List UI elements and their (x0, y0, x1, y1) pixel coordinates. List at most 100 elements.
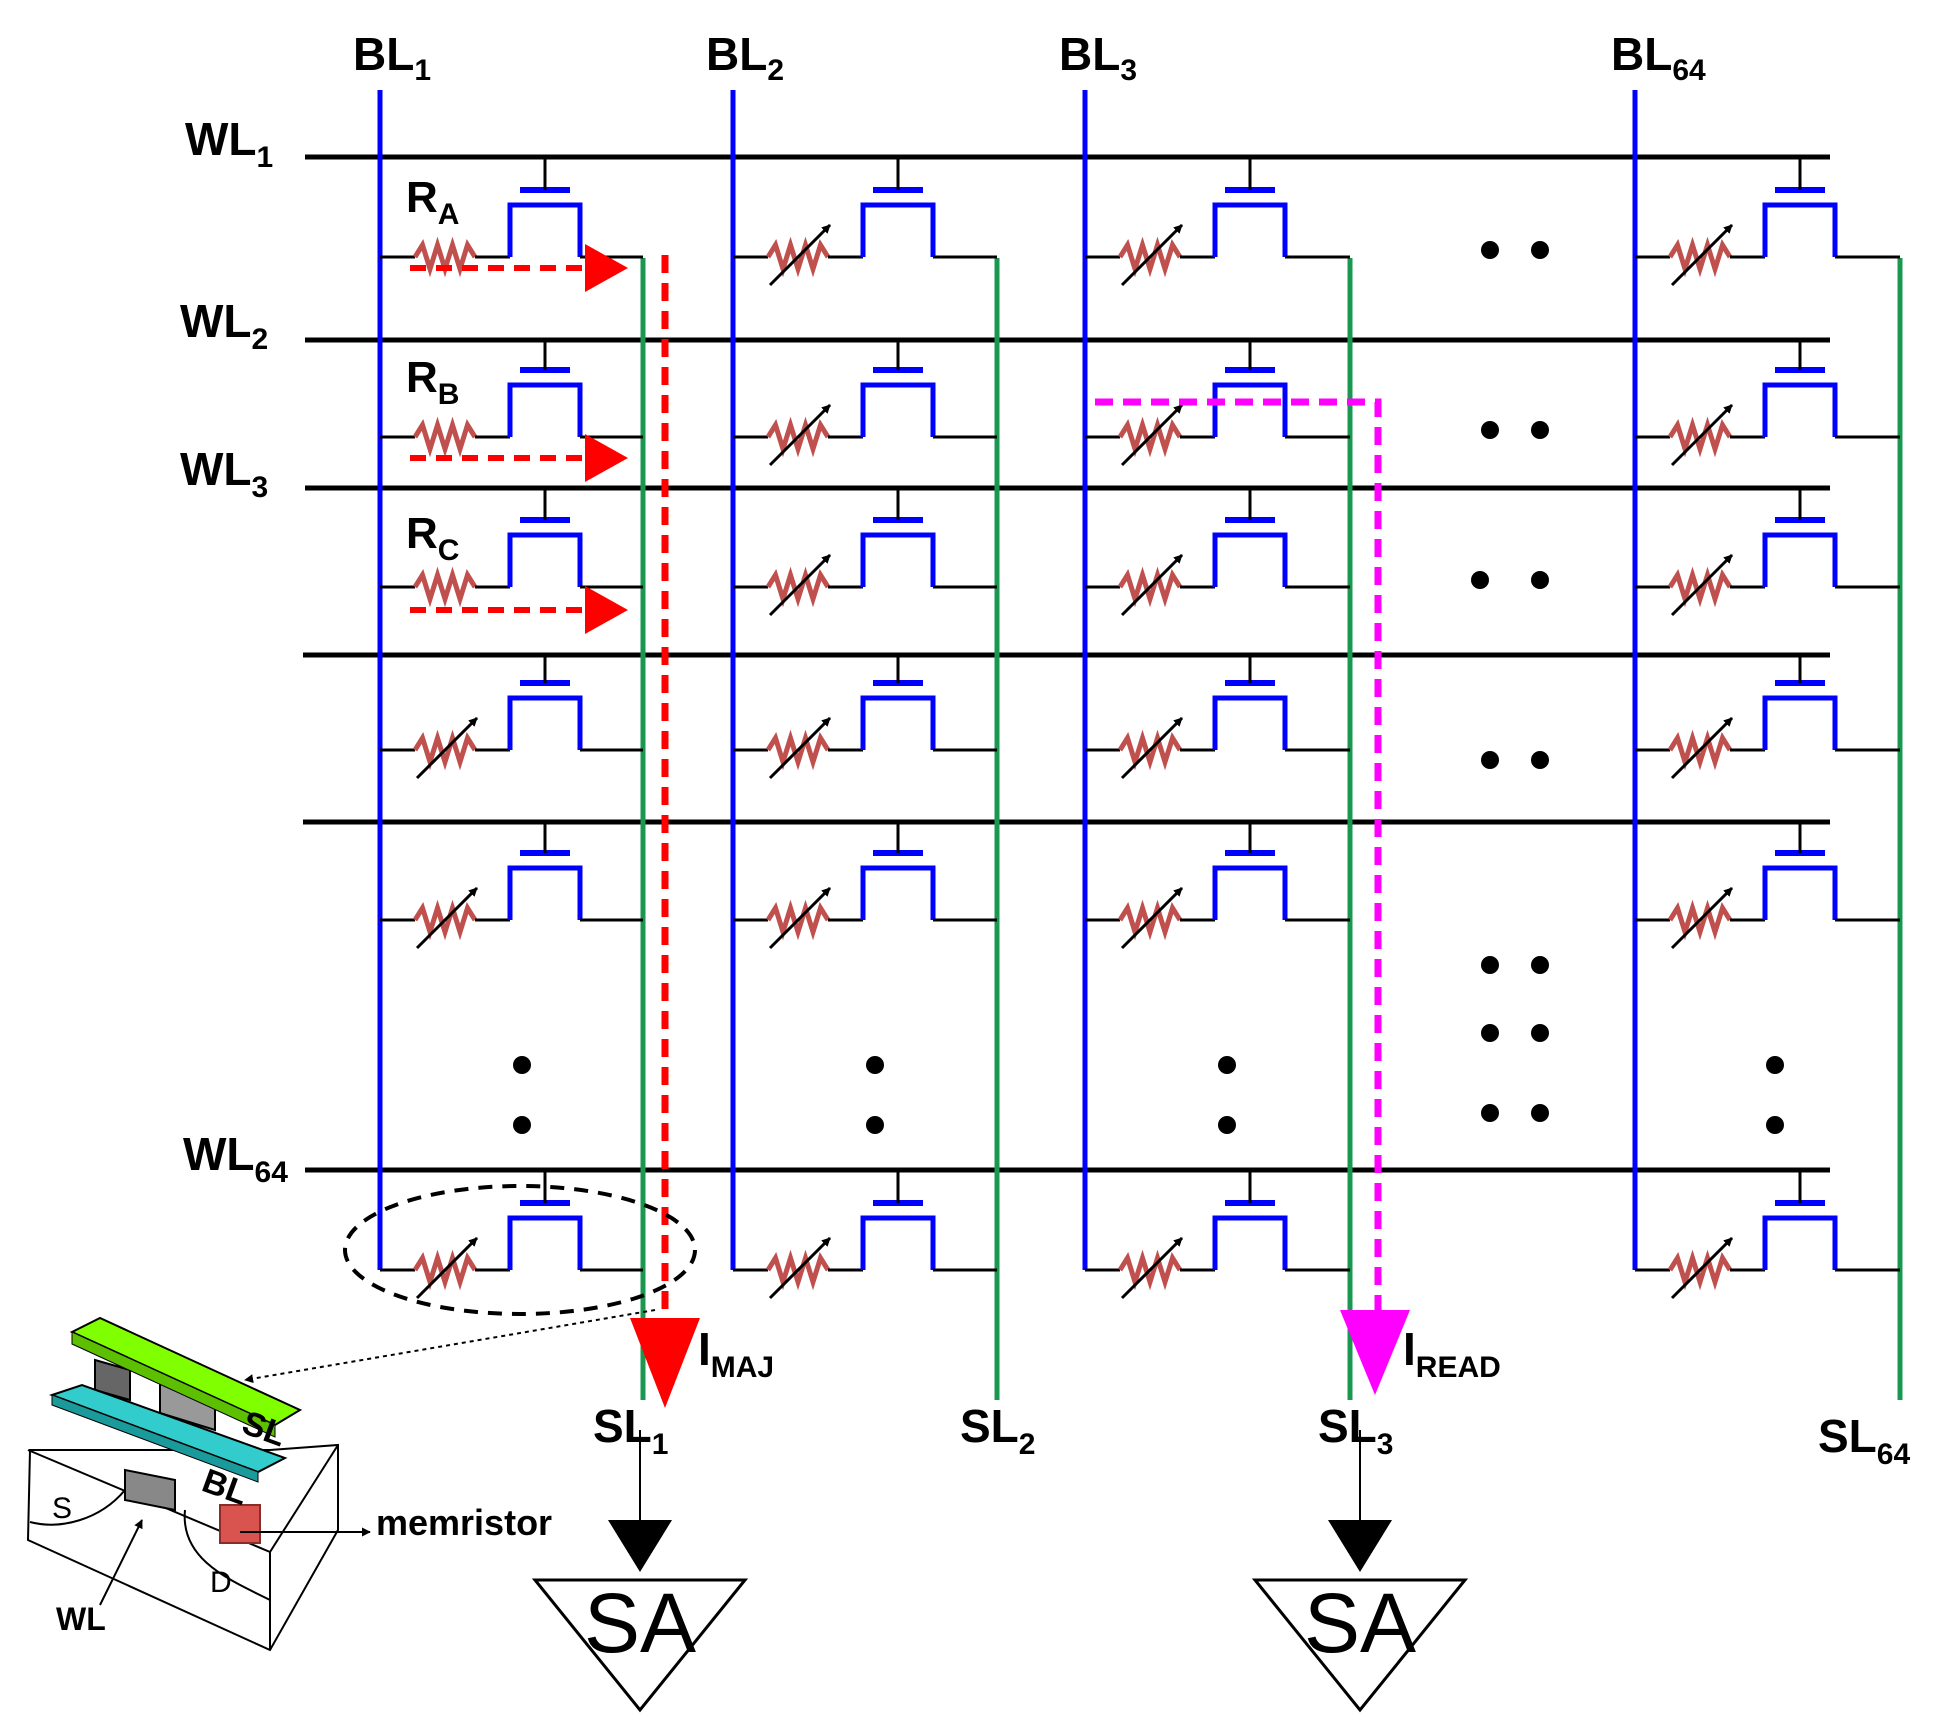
substrate-block (26, 1443, 339, 1652)
variable-arrow-icon (1670, 1236, 1734, 1300)
resistor-icon (412, 566, 478, 608)
resistor-label-a: RA (406, 173, 459, 231)
variable-arrow-icon (1670, 886, 1734, 950)
transistor-icon (1212, 1215, 1288, 1270)
resistor-icon (412, 729, 478, 771)
memristor-icon (219, 1504, 261, 1544)
source-region (29, 1489, 126, 1526)
memory-cells (380, 157, 1900, 1300)
transistor-icon (1212, 532, 1288, 587)
resistor-icon (1117, 899, 1183, 941)
variable-arrow-icon (1120, 403, 1184, 467)
bitline-label-1: BL1 (353, 28, 431, 87)
bitline-label-3: BL3 (1059, 28, 1137, 87)
variable-arrow-icon (1670, 403, 1734, 467)
resistor-icon (1667, 416, 1733, 458)
variable-arrow-icon (768, 716, 832, 780)
inset-wl-label: WL (56, 1601, 106, 1637)
sense-amp-label-1: SA (584, 1576, 696, 1670)
transistor-icon (1762, 695, 1838, 750)
ellipsis-dot (1766, 1056, 1784, 1074)
maj-arrow-icon (630, 1318, 700, 1408)
ellipsis-dot (1481, 1024, 1499, 1042)
variable-arrow-icon (768, 1236, 832, 1300)
current-label-read: IREAD (1403, 1323, 1501, 1384)
variable-arrow-icon (1670, 223, 1734, 287)
resistor-icon (765, 1249, 831, 1291)
transistor-icon (860, 695, 936, 750)
transistor-icon (860, 202, 936, 257)
resistor-icon (1667, 1249, 1733, 1291)
ellipsis-dot (1531, 241, 1549, 259)
resistor-icon (1117, 566, 1183, 608)
substrate-edge (269, 1444, 339, 1553)
inset-s-label: S (52, 1492, 72, 1525)
variable-arrow-icon (768, 223, 832, 287)
inset-pointer-line (244, 1309, 656, 1384)
resistor-icon (1117, 236, 1183, 278)
resistor-icon (412, 899, 478, 941)
sense-amp-label-2: SA (1304, 1576, 1416, 1670)
wordline-label-1: WL1 (185, 113, 273, 174)
variable-arrow-icon (1120, 553, 1184, 617)
variable-arrow-icon (1120, 716, 1184, 780)
ellipsis-dot (1471, 571, 1489, 589)
wordline-label-2: WL2 (180, 295, 268, 356)
sa-arrowhead-icon (1328, 1520, 1392, 1572)
ellipsis-dot (1531, 1104, 1549, 1122)
gate-block (124, 1468, 176, 1512)
transistor-icon (1212, 865, 1288, 920)
resistor-icon (765, 899, 831, 941)
transistor-icon (1762, 382, 1838, 437)
wordline-label-64: WL64 (183, 1128, 288, 1189)
device-inset (26, 1309, 656, 1652)
variable-arrow-icon (415, 886, 479, 950)
transistor-icon (860, 532, 936, 587)
resistor-label-c: RC (406, 509, 459, 567)
ellipsis-dot (1481, 421, 1499, 439)
resistor-icon (765, 236, 831, 278)
wordline-label-3: WL3 (180, 443, 268, 504)
resistor-icon (1667, 236, 1733, 278)
maj-arrowhead-icon (585, 586, 628, 634)
sourceline-label-1: SL1 (593, 1400, 668, 1461)
inset-bitline-side (51, 1394, 259, 1483)
resistor-icon (412, 416, 478, 458)
highlight-ellipse (343, 1184, 697, 1316)
resistor-icon (1667, 899, 1733, 941)
variable-arrow-icon (768, 403, 832, 467)
resistor-icon (1667, 729, 1733, 771)
variable-arrow-icon (1120, 223, 1184, 287)
drain-region (183, 1509, 271, 1601)
sense-amplifier-icon (531, 1578, 749, 1713)
resistor-icon (765, 729, 831, 771)
transistor-icon (507, 865, 583, 920)
ellipsis-dot (513, 1056, 531, 1074)
resistor-icon (1117, 416, 1183, 458)
sourcelines (640, 258, 1903, 1400)
resistor-label-b: RB (406, 353, 459, 411)
sa-arrowhead-icon (608, 1520, 672, 1572)
sourceline-label-3: SL3 (1318, 1400, 1393, 1461)
variable-arrow-icon (768, 886, 832, 950)
ellipsis-dot (1481, 956, 1499, 974)
ellipsis-dot (1481, 1104, 1499, 1122)
resistor-icon (1667, 566, 1733, 608)
transistor-icon (1212, 202, 1288, 257)
resistor-icon (765, 566, 831, 608)
transistor-icon (1762, 865, 1838, 920)
ellipsis-dot (866, 1116, 884, 1134)
variable-arrow-icon (415, 1236, 479, 1300)
resistor-icon (765, 416, 831, 458)
ellipsis-dot (513, 1116, 531, 1134)
ellipsis-dot (1766, 1116, 1784, 1134)
transistor-icon (1762, 202, 1838, 257)
transistor-icon (507, 382, 583, 437)
ellipsis-dot (1218, 1056, 1236, 1074)
ellipsis-dot (1531, 421, 1549, 439)
ellipsis-dot (866, 1056, 884, 1074)
variable-arrow-icon (1670, 716, 1734, 780)
transistor-icon (1212, 382, 1288, 437)
variable-arrow-icon (768, 553, 832, 617)
resistor-icon (412, 1249, 478, 1291)
